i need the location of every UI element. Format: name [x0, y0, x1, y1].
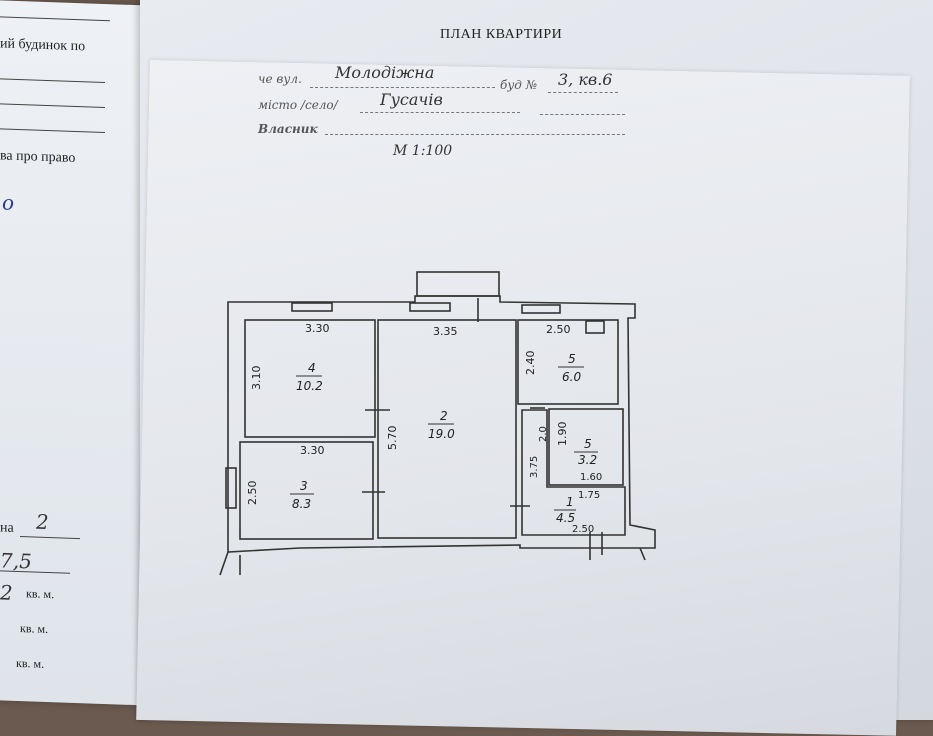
stamp-line — [325, 134, 625, 135]
room-3-height: 2.50 — [246, 481, 259, 506]
room-5-kitchen-height: 2.40 — [524, 351, 537, 376]
room-2-number: 2 — [440, 409, 448, 423]
room-2-height: 5.70 — [386, 426, 399, 451]
window — [409, 302, 451, 312]
room-5-bath-area: 3.2 — [578, 453, 597, 467]
room-4-width: 3.30 — [305, 322, 330, 335]
building-label: буд № — [500, 78, 538, 92]
stamp-line — [548, 92, 618, 93]
room-1-area: 4.5 — [556, 511, 575, 525]
room-2-area: 19.0 — [428, 427, 455, 441]
room-2-outline — [377, 319, 517, 539]
city-value: Гусачів — [380, 90, 443, 109]
room-5-kitchen-width: 2.50 — [546, 323, 571, 336]
room-1-width: 2.50 — [572, 524, 594, 535]
corridor-height: 3.75 — [529, 456, 540, 478]
window — [225, 467, 237, 509]
window — [521, 304, 561, 314]
room-4-outline — [244, 319, 376, 438]
room-5-kitchen-area: 6.0 — [562, 370, 581, 384]
room-1-outline — [521, 409, 626, 536]
stamp-line — [540, 114, 625, 115]
owner-label: Власник — [258, 122, 318, 136]
stamp-line — [360, 112, 520, 113]
building-value: 3, кв.6 — [558, 70, 613, 89]
room-4-area: 10.2 — [296, 379, 323, 393]
room-3-number: 3 — [300, 479, 308, 493]
room-2-width: 3.35 — [433, 325, 458, 338]
street-label: че вул. — [258, 72, 302, 86]
corridor-width: 2.0 — [538, 426, 549, 442]
room-3-area: 8.3 — [292, 497, 311, 511]
window — [291, 302, 333, 312]
room-4-height: 3.10 — [250, 366, 263, 391]
balcony — [416, 271, 500, 297]
room-1-number: 1 — [566, 495, 574, 509]
room-5-kitchen-number: 5 — [568, 352, 576, 366]
room-5-bath-outline — [548, 408, 624, 486]
scale-label: М 1:100 — [393, 143, 453, 159]
room-3-outline — [239, 441, 374, 540]
room-5-bath-number: 5 — [584, 437, 592, 451]
floor-plan: 3.30 3.10 4 10.2 3.35 5.70 2 19.0 3.30 2… — [219, 271, 656, 576]
city-label: місто /село/ — [258, 98, 338, 112]
room-1-height: 1.75 — [578, 490, 600, 501]
room-5-kitchen-outline — [517, 319, 619, 405]
room-3-width: 3.30 — [300, 444, 325, 457]
room-4-number: 4 — [308, 361, 316, 375]
stamp-line — [310, 87, 495, 88]
street-value: Молодіжна — [335, 63, 435, 82]
room-5-bath-width: 1.60 — [580, 472, 602, 483]
room-5-bath-height: 1.90 — [556, 422, 569, 447]
page-title: ПЛАН КВАРТИРИ — [440, 27, 563, 42]
stove-icon — [585, 320, 605, 334]
